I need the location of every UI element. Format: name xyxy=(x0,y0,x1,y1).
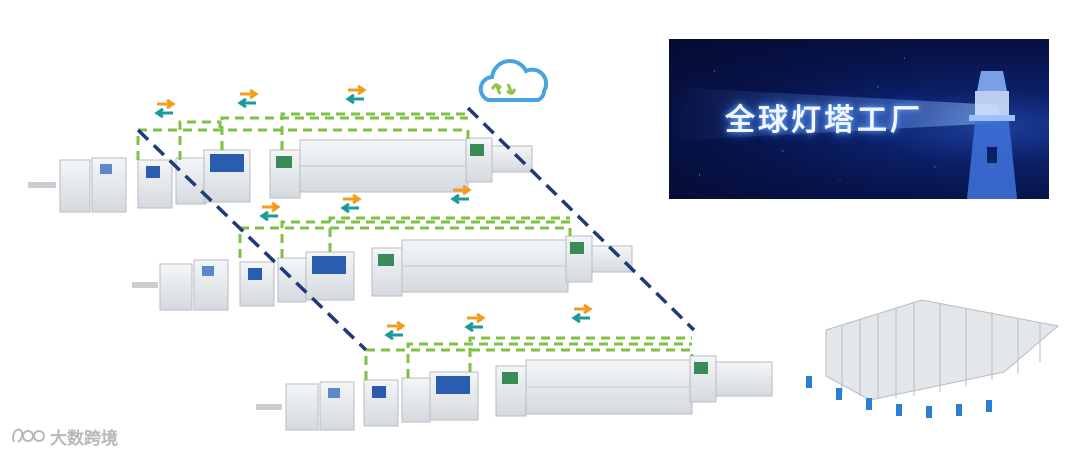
data-link-green-dashes xyxy=(136,112,694,380)
production-line-2 xyxy=(132,235,633,311)
data-link-navy-dashes xyxy=(136,106,696,352)
lighthouse-factory-banner: 全球灯塔工厂 xyxy=(669,39,1049,199)
watermark-logo-icon xyxy=(12,428,45,443)
watermark-text: 大数跨境 xyxy=(50,428,118,449)
banner-title: 全球灯塔工厂 xyxy=(725,103,923,138)
cloud-sync-icon xyxy=(478,59,549,102)
production-line-3 xyxy=(256,355,773,431)
lighthouse-icon xyxy=(967,71,1017,199)
watermark: 大数跨境 xyxy=(10,424,118,449)
smart-warehouse xyxy=(806,299,1060,418)
production-line-1 xyxy=(28,137,533,213)
